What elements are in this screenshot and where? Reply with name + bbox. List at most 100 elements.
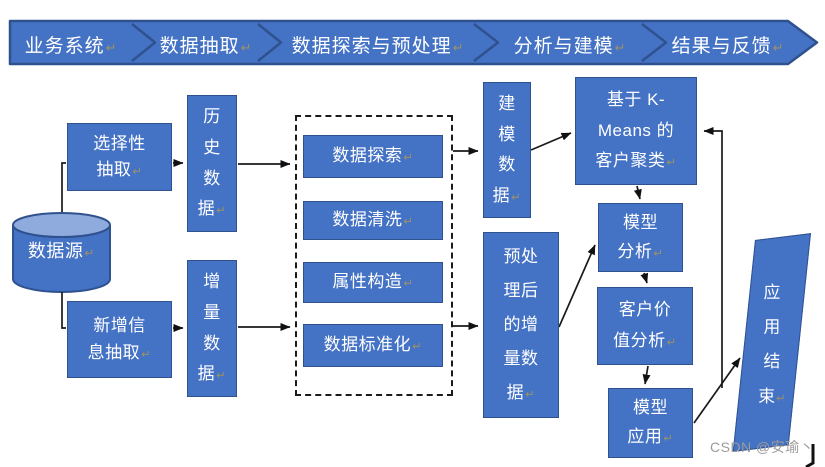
- banner-stage-label: 分析与建模↵: [513, 36, 627, 57]
- text-line: 理后: [503, 281, 539, 300]
- return-mark-icon: ↵: [614, 40, 627, 55]
- text-line: Means 的: [597, 120, 675, 140]
- arrow-feedback-to-kmeans: [703, 127, 723, 388]
- banner-stage-label: 结果与反馈↵: [671, 36, 785, 57]
- node-selective-extract: 选择性 抽取↵: [67, 123, 172, 191]
- node-historical-data: 历 史 数 据↵: [187, 95, 237, 232]
- text-line: 数据源↵: [27, 241, 96, 261]
- text-line: 数据标准化↵: [323, 335, 423, 355]
- text-line: 量: [203, 302, 221, 322]
- text-line: 据↵: [197, 199, 227, 219]
- return-mark-icon: ↵: [403, 152, 414, 165]
- text-line: 据↵: [506, 383, 536, 402]
- return-mark-icon: ↵: [105, 40, 118, 55]
- return-mark-icon: ↵: [216, 205, 227, 218]
- node-attr-construct: 属性构造↵: [303, 262, 443, 303]
- banner-chevron-divider-2: [257, 23, 283, 62]
- node-model-apply: 模型 应用↵: [608, 388, 693, 458]
- watermark-text: CSDN @安瑜丶: [710, 439, 815, 455]
- text-line: 基于 K-: [606, 90, 666, 110]
- banner-stage-business-system: 业务系统↵: [25, 31, 118, 58]
- node-datasource-label: 数据源↵: [13, 237, 110, 263]
- text-line: 抽取↵: [96, 160, 143, 179]
- banner-stage-label: 业务系统↵: [24, 36, 118, 57]
- node-data-explore: 数据探索↵: [303, 135, 443, 178]
- text-line: 模型: [623, 212, 658, 232]
- banner-stage-exploration-preprocessing: 数据探索与预处理↵: [292, 31, 465, 58]
- node-incremental-data: 增 量 数 据↵: [187, 260, 237, 397]
- return-mark-icon: ↵: [132, 166, 143, 178]
- arrow-customer-value-to-model-apply: [642, 365, 651, 385]
- banner-stage-analysis-modeling: 分析与建模↵: [514, 31, 627, 58]
- node-data-clean: 数据清洗↵: [303, 201, 443, 240]
- return-mark-icon: ↵: [412, 341, 423, 354]
- text-line: 新增信: [93, 316, 146, 336]
- banner-stage-label: 数据探索与预处理↵: [291, 36, 465, 57]
- text-line: 模型: [633, 398, 668, 418]
- text-line: 应: [763, 283, 781, 303]
- text-line: 属性构造↵: [332, 272, 414, 292]
- text-line: 建: [498, 94, 516, 114]
- text-line: 应用↵: [627, 427, 674, 446]
- text-line: 束↵: [758, 386, 786, 406]
- banner-stage-results-feedback: 结果与反馈↵: [672, 31, 785, 58]
- text-line: 客户价: [618, 300, 672, 320]
- return-mark-icon: ↵: [84, 246, 96, 260]
- return-mark-icon: ↵: [653, 247, 664, 260]
- node-model-analysis: 模型 分析↵: [598, 203, 683, 272]
- text-line: 数: [203, 333, 221, 353]
- node-data-standardize: 数据标准化↵: [303, 324, 443, 367]
- text-line: 的增: [503, 315, 539, 334]
- arrow-model-analysis-to-customer-value: [640, 272, 649, 284]
- text-line: 预处: [503, 247, 539, 266]
- banner-chevron-divider-1: [131, 23, 157, 62]
- return-mark-icon: ↵: [403, 216, 414, 229]
- return-mark-icon: ↵: [141, 348, 152, 361]
- conn-datasource-to-selective: [61, 162, 66, 212]
- node-customer-value-analysis: 客户价 值分析↵: [597, 287, 693, 365]
- return-mark-icon: ↵: [452, 40, 465, 55]
- return-mark-icon: ↵: [666, 157, 677, 170]
- banner-stage-label: 数据抽取↵: [159, 36, 253, 57]
- banner-chevron-divider-4: [641, 23, 668, 62]
- corner-mark: [805, 444, 815, 467]
- text-line: 数据清洗↵: [332, 210, 414, 230]
- text-line: 数据探索↵: [332, 146, 414, 166]
- text-line: 选择性: [93, 133, 146, 153]
- text-line: 结: [763, 352, 781, 372]
- return-mark-icon: ↵: [403, 278, 414, 291]
- return-mark-icon: ↵: [511, 191, 522, 204]
- text-line: 史: [203, 137, 221, 157]
- node-app-end-text: 应 用 结 束↵: [745, 239, 798, 446]
- csdn-watermark: CSDN @安瑜丶: [710, 437, 814, 457]
- database-cylinder-top: [12, 212, 111, 238]
- arrow-kmeans-to-model-analysis: [633, 185, 642, 200]
- text-line: 用: [763, 317, 781, 337]
- text-line: 历: [203, 107, 221, 127]
- return-mark-icon: ↵: [663, 433, 674, 445]
- arrow-modeling-data-to-kmeans: [530, 132, 572, 151]
- preprocess-group-container: [295, 115, 453, 396]
- node-preprocessed-incremental-data: 预处 理后 的增 量数 据↵: [483, 232, 559, 418]
- text-line: 据↵: [492, 185, 522, 205]
- return-mark-icon: ↵: [525, 389, 536, 401]
- text-line: 客户聚类↵: [595, 151, 677, 171]
- node-kmeans-clustering: 基于 K- Means 的 客户聚类↵: [575, 77, 697, 185]
- node-modeling-data: 建 模 数 据↵: [483, 82, 531, 218]
- text-line: 数: [203, 168, 221, 188]
- text-line: 数: [498, 155, 516, 175]
- conn-datasource-to-newinfo: [61, 292, 66, 329]
- text-line: 模: [498, 124, 516, 144]
- process-banner-shape: [8, 19, 819, 66]
- return-mark-icon: ↵: [666, 337, 677, 349]
- banner-chevron-divider-3: [473, 23, 500, 62]
- banner-stage-data-extraction: 数据抽取↵: [160, 31, 253, 58]
- return-mark-icon: ↵: [772, 40, 785, 55]
- text-line: 息抽取↵: [87, 342, 152, 362]
- text-line: 值分析↵: [613, 331, 677, 350]
- text-line: 据↵: [197, 364, 227, 384]
- return-mark-icon: ↵: [216, 370, 227, 383]
- return-mark-icon: ↵: [240, 40, 253, 55]
